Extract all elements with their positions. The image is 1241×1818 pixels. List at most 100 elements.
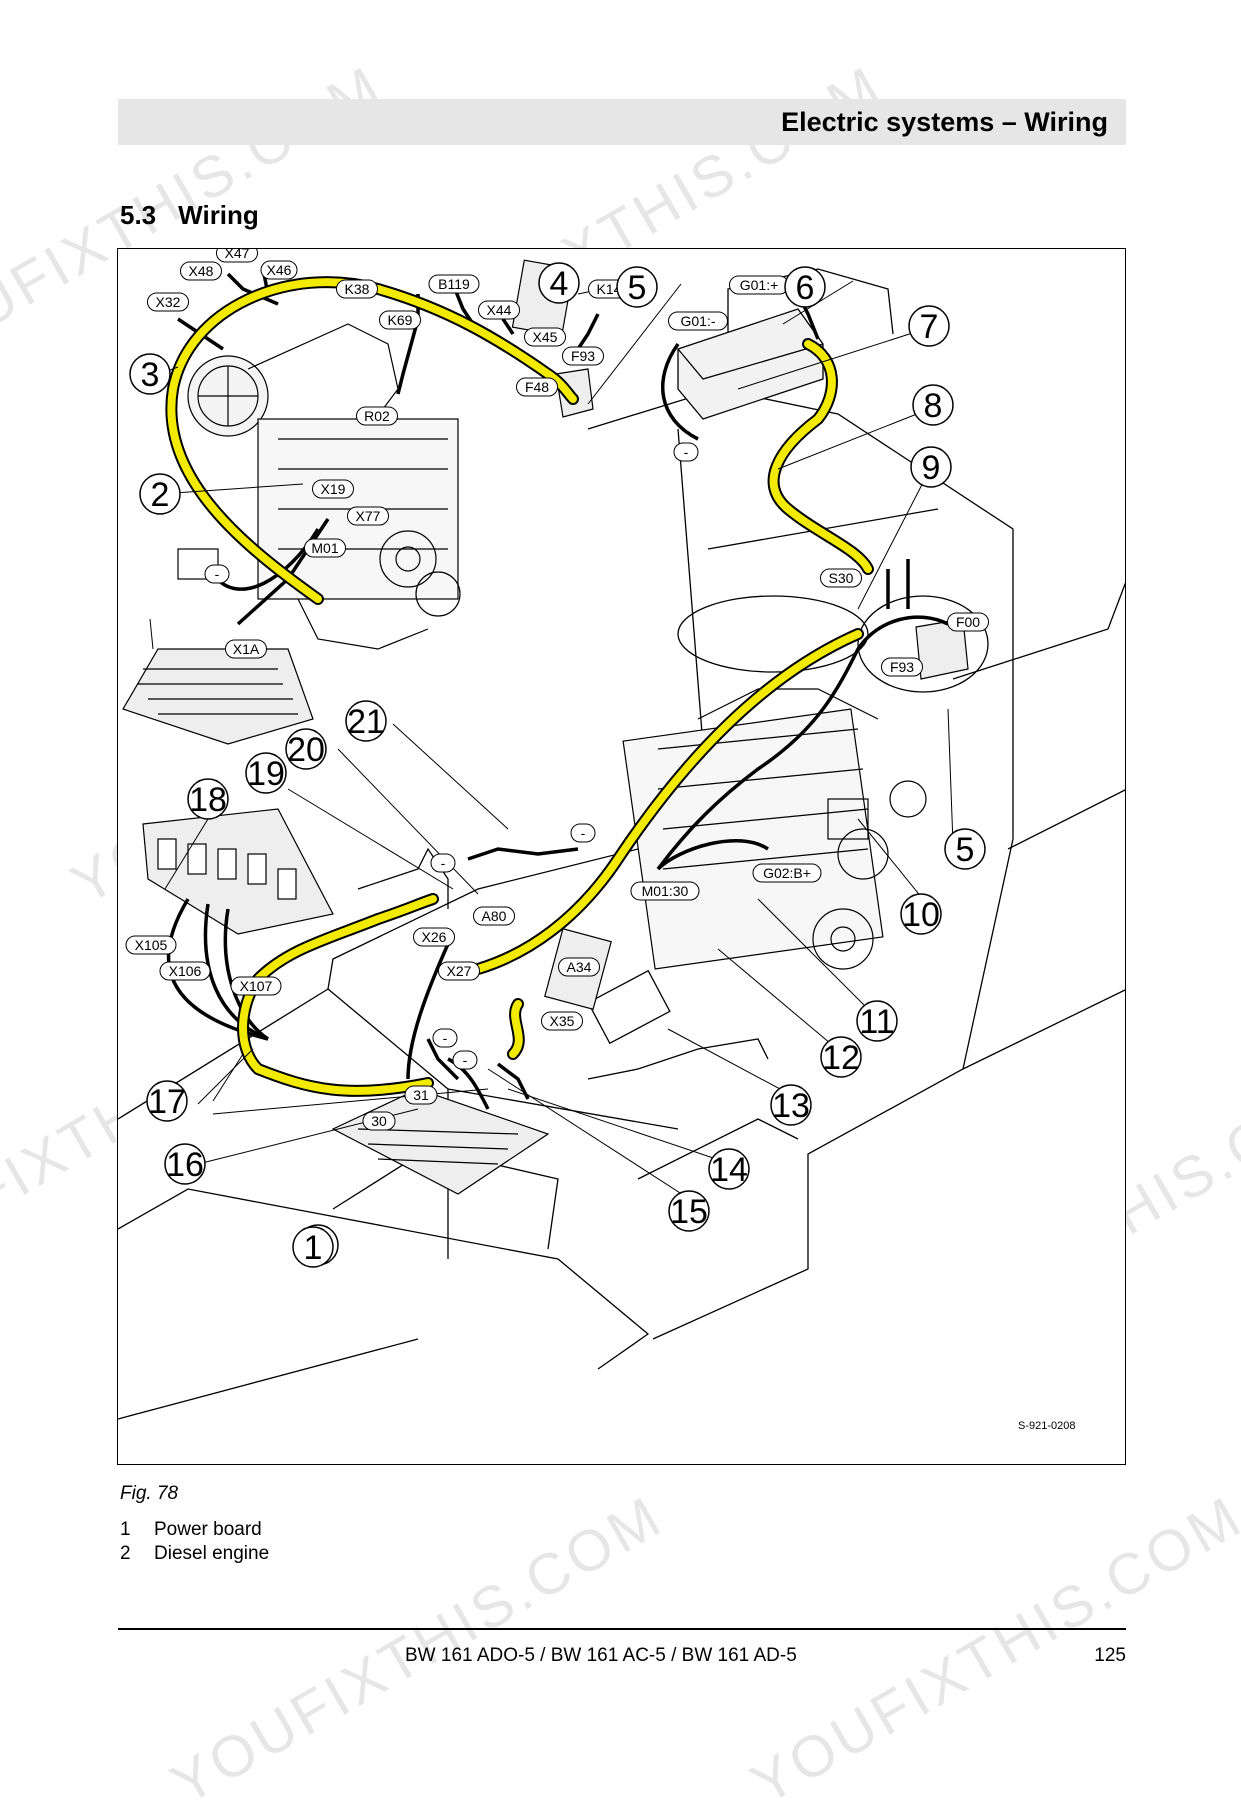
- connector-text: X35: [550, 1013, 575, 1029]
- connector-label: X46: [260, 260, 298, 280]
- connector-text: X47: [225, 249, 250, 261]
- harness-x35: [509, 1000, 523, 1058]
- connector-label: X19: [312, 479, 354, 499]
- callout-number: 17: [148, 1083, 186, 1121]
- callout-number: 10: [902, 896, 940, 934]
- connector-text: 31: [413, 1087, 429, 1103]
- connector-text: X19: [321, 481, 346, 497]
- callout-number: 21: [347, 703, 385, 741]
- connector-text: X32: [156, 294, 181, 310]
- connector-label: K69: [379, 310, 421, 330]
- connector-text: X1A: [233, 641, 260, 657]
- connector-label: K38: [336, 279, 378, 299]
- connector-text: K14: [597, 281, 622, 297]
- page-number: 125: [1094, 1645, 1126, 1666]
- chapter-title: Electric systems – Wiring: [781, 107, 1108, 137]
- section-number: 5.3: [120, 200, 157, 230]
- connector-text: -: [215, 566, 220, 582]
- connector-text: G02:B+: [763, 865, 811, 881]
- callout-12: 12: [820, 1036, 862, 1078]
- connector-text: X27: [447, 963, 472, 979]
- harness-main: [474, 630, 862, 973]
- connector-label: -: [430, 853, 456, 873]
- connector-text: A34: [567, 959, 592, 975]
- harness-battery: [769, 340, 872, 573]
- callout-5: 5: [616, 266, 658, 308]
- connector-label: X45: [524, 327, 566, 347]
- callout-7: 7: [908, 305, 950, 347]
- callout-8: 8: [912, 384, 954, 426]
- callout-10: 10: [900, 893, 942, 935]
- callout-number: 14: [710, 1151, 748, 1189]
- footer-document-title: BW 161 ADO-5 / BW 161 AC-5 / BW 161 AD-5: [405, 1645, 797, 1666]
- diesel-engine-bottom: [622, 688, 927, 970]
- connector-label: X77: [347, 506, 389, 526]
- connector-label: X48: [180, 261, 222, 281]
- switch-panel: [142, 808, 334, 935]
- callout-16: 16: [164, 1143, 206, 1185]
- watermark: YOUFIXTHIS.COM: [740, 1483, 1241, 1818]
- callout-11: 11: [856, 1000, 898, 1042]
- footer-rule: [118, 1628, 1126, 1630]
- callout-number: 3: [141, 356, 160, 394]
- callout-2: 2: [139, 473, 181, 515]
- section-title: Wiring: [178, 200, 259, 230]
- connector-label: A80: [473, 906, 515, 926]
- connector-label: -: [452, 1050, 478, 1070]
- connector-text: X105: [135, 937, 168, 953]
- battery: [677, 308, 824, 420]
- connector-label: G01:+: [729, 275, 789, 295]
- connector-text: X106: [169, 963, 202, 979]
- callout-number: 16: [166, 1146, 204, 1184]
- connector-label: X105: [125, 935, 177, 955]
- callout-21: 21: [345, 700, 387, 742]
- callout-19: 19: [245, 752, 287, 794]
- connector-text: F93: [571, 348, 595, 364]
- drawing-id: S-921-0208: [1018, 1420, 1076, 1432]
- connector-text: 30: [371, 1113, 387, 1129]
- connector-text: K69: [388, 312, 413, 328]
- callout-18: 18: [187, 778, 229, 820]
- connector-text: M01:30: [642, 883, 689, 899]
- callout-5: 5: [944, 828, 986, 870]
- callout-4: 4: [538, 262, 580, 304]
- connector-label: S30: [820, 568, 862, 588]
- connector-label: F93: [562, 346, 604, 366]
- connector-label: F48: [516, 377, 558, 397]
- connector-label: -: [204, 564, 230, 584]
- connector-label: X107: [230, 976, 282, 996]
- connector-label: G01:-: [668, 311, 728, 331]
- callout-number: 2: [151, 476, 170, 514]
- callout-number: 9: [922, 449, 941, 487]
- callout-17: 17: [146, 1080, 188, 1122]
- callout-number: 15: [670, 1193, 708, 1231]
- connector-label: X44: [478, 300, 520, 320]
- section-heading: 5.3 Wiring: [120, 200, 259, 231]
- connector-label: 30: [362, 1111, 396, 1131]
- connector-text: G01:+: [740, 277, 779, 293]
- connector-text: A80: [482, 908, 507, 924]
- callout-number: 11: [859, 1003, 894, 1041]
- connector-text: G01:-: [680, 313, 715, 329]
- connector-label: M01:30: [630, 881, 700, 901]
- connector-label: X47: [216, 249, 258, 263]
- connector-label: F00: [947, 612, 989, 632]
- yellow-harness: [165, 276, 874, 1097]
- connector-label: X106: [159, 961, 211, 981]
- callout-number: 13: [772, 1087, 810, 1125]
- callout-14: 14: [708, 1148, 750, 1190]
- connector-label: 31: [404, 1085, 438, 1105]
- callout-number: 18: [189, 781, 227, 819]
- connector-text: F93: [890, 659, 914, 675]
- svg-text:X46: X46: [267, 262, 292, 278]
- callout-number: 4: [550, 265, 569, 303]
- connector-label: X26: [413, 927, 455, 947]
- page-header: Electric systems – Wiring: [118, 99, 1126, 145]
- connector-text: X26: [422, 929, 447, 945]
- connector-text: -: [443, 1030, 448, 1046]
- connector-text: X48: [189, 263, 214, 279]
- connector-text: -: [684, 444, 689, 460]
